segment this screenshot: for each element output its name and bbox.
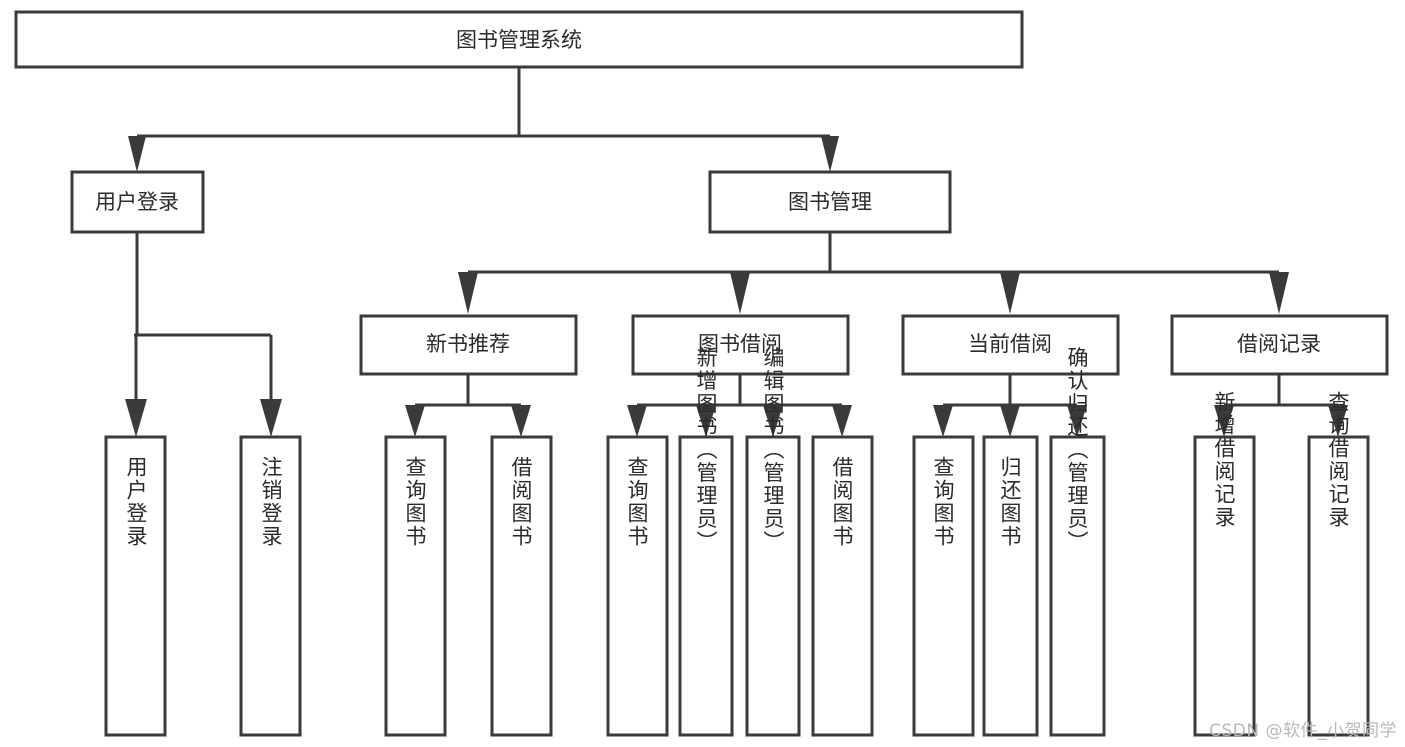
node-leaf-user-login-box[interactable] — [104, 435, 167, 737]
node-book-manage-label: 图书管理 — [788, 190, 872, 214]
node-root-label: 图书管理系统 — [456, 28, 582, 52]
node-leaf-borrow-book-2-box[interactable] — [811, 435, 874, 737]
node-leaf-logout-login[interactable]: 注销登录 — [239, 435, 302, 737]
node-leaf-query-book-3-box[interactable] — [912, 435, 975, 737]
node-leaf-query-book-2-box[interactable] — [606, 435, 669, 737]
node-leaf-query-book-1-box[interactable] — [384, 435, 447, 737]
node-current-borrow-box[interactable] — [901, 314, 1120, 376]
node-leaf-add-book[interactable]: 新增图书（管理员） — [678, 347, 734, 737]
node-leaf-borrow-book-1-box[interactable] — [490, 435, 553, 737]
node-book-manage-box[interactable] — [708, 170, 952, 234]
csdn-watermark: CSDN @软件_小贺同学 — [1209, 721, 1397, 741]
arrow-head-leaf-edit-book — [763, 405, 783, 437]
node-new-book-recommend-label: 新书推荐 — [426, 332, 510, 356]
node-leaf-query-book-1[interactable]: 查询图书 — [384, 435, 447, 737]
node-leaf-confirm-return-label: 确认归还（管理员） — [1065, 347, 1089, 554]
arrow-head-leaf-user-login — [125, 399, 147, 437]
node-leaf-add-record-label: 新增借阅记录 — [1212, 391, 1236, 529]
arrow-head-user-login — [128, 136, 146, 172]
node-new-book-recommend[interactable]: 新书推荐 — [359, 314, 578, 376]
node-user-login[interactable]: 用户登录 — [70, 170, 205, 234]
node-leaf-query-book-2[interactable]: 查询图书 — [606, 435, 669, 737]
node-leaf-return-book-box[interactable] — [982, 435, 1039, 737]
node-book-borrow-box[interactable] — [631, 314, 850, 376]
node-current-borrow[interactable]: 当前借阅 — [901, 314, 1120, 376]
arrow-head-new-book-recommend — [458, 272, 478, 314]
node-book-manage[interactable]: 图书管理 — [708, 170, 952, 234]
node-leaf-logout-login-label: 注销登录 — [259, 456, 283, 548]
arrow-head-leaf-query-book-2 — [627, 405, 647, 437]
node-leaf-query-book-1-label: 查询图书 — [403, 456, 427, 548]
node-leaf-return-book-label: 归还图书 — [998, 456, 1022, 548]
node-leaf-add-book-label: 新增图书（管理员） — [694, 347, 718, 554]
node-leaf-query-book-2-label: 查询图书 — [625, 456, 649, 548]
node-leaf-query-record[interactable]: 查询借阅记录 — [1307, 391, 1370, 737]
node-leaf-edit-book-label: 编辑图书（管理员） — [761, 347, 785, 554]
node-leaf-borrow-book-2-label: 借阅图书 — [830, 456, 854, 548]
arrow-head-book-borrow — [730, 272, 750, 314]
arrow-head-borrow-record — [1269, 272, 1289, 314]
node-leaf-edit-book-box[interactable] — [745, 435, 801, 737]
node-root-box[interactable] — [14, 10, 1024, 69]
arrow-head-leaf-confirm-return — [1067, 405, 1087, 437]
arrow-head-leaf-logout-login — [260, 399, 282, 437]
node-leaf-add-record[interactable]: 新增借阅记录 — [1193, 391, 1256, 737]
node-user-login-box[interactable] — [70, 170, 205, 234]
arrow-head-book-manage — [821, 136, 839, 172]
arrow-head-current-borrow — [1000, 272, 1020, 314]
arrow-head-leaf-borrow-book-2 — [832, 405, 852, 437]
node-leaf-query-record-box[interactable] — [1307, 435, 1370, 737]
node-leaf-borrow-book-1-label: 借阅图书 — [509, 456, 533, 548]
arrow-head-leaf-query-record — [1328, 405, 1348, 437]
arrow-head-leaf-query-book-1 — [405, 405, 425, 437]
node-borrow-record-label: 借阅记录 — [1237, 332, 1321, 356]
node-leaf-borrow-book-1[interactable]: 借阅图书 — [490, 435, 553, 737]
arrow-head-leaf-return-book — [1000, 405, 1020, 437]
node-leaf-confirm-return-box[interactable] — [1049, 435, 1106, 737]
node-leaf-query-record-label: 查询借阅记录 — [1326, 391, 1350, 529]
node-leaf-user-login-label: 用户登录 — [124, 456, 148, 548]
node-leaf-query-book-3[interactable]: 查询图书 — [912, 435, 975, 737]
arrow-head-leaf-borrow-book-1 — [511, 405, 531, 437]
node-book-borrow[interactable]: 图书借阅 — [631, 314, 850, 376]
node-leaf-edit-book[interactable]: 编辑图书（管理员） — [745, 347, 801, 737]
node-leaf-borrow-book-2[interactable]: 借阅图书 — [811, 435, 874, 737]
node-leaf-user-login[interactable]: 用户登录 — [104, 435, 167, 737]
node-new-book-recommend-box[interactable] — [359, 314, 578, 376]
arrow-head-leaf-add-record — [1214, 405, 1234, 437]
node-borrow-record[interactable]: 借阅记录 — [1170, 314, 1389, 376]
arrow-head-leaf-query-book-3 — [933, 405, 953, 437]
node-current-borrow-label: 当前借阅 — [968, 332, 1052, 356]
node-leaf-add-record-box[interactable] — [1193, 435, 1256, 737]
node-book-borrow-label: 图书借阅 — [698, 332, 782, 356]
node-leaf-return-book[interactable]: 归还图书 — [982, 435, 1039, 737]
node-leaf-query-book-3-label: 查询图书 — [931, 456, 955, 548]
node-leaf-confirm-return[interactable]: 确认归还（管理员） — [1049, 347, 1106, 737]
arrow-head-leaf-add-book — [696, 405, 716, 437]
node-leaf-add-book-box[interactable] — [678, 435, 734, 737]
node-user-login-label: 用户登录 — [95, 190, 179, 214]
connector-layer — [125, 66, 1348, 437]
node-root[interactable]: 图书管理系统 — [14, 10, 1024, 69]
node-leaf-logout-login-box[interactable] — [239, 435, 302, 737]
node-borrow-record-box[interactable] — [1170, 314, 1389, 376]
